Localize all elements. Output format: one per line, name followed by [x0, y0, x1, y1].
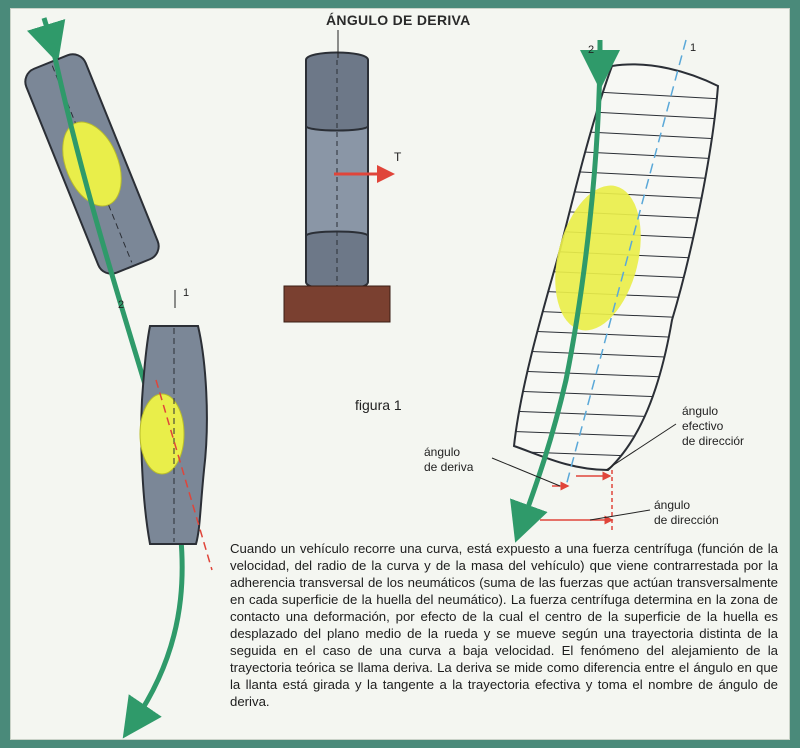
right-wheel-plane-line	[565, 39, 687, 487]
force-t-label: T	[394, 150, 402, 164]
label-leaders	[491, 423, 677, 521]
label-2-right: 2	[588, 44, 595, 56]
page-title: ÁNGULO DE DERIVA	[326, 12, 471, 28]
left-trajectory-top	[27, 17, 66, 64]
right-trajectory-curve	[510, 43, 603, 543]
figure-caption: figura 1	[355, 397, 402, 413]
left-red-deviation-line	[155, 379, 213, 571]
label-1-left: 1	[183, 287, 190, 299]
angle-markers	[540, 470, 614, 530]
left-upper-tire	[24, 53, 160, 275]
label-angulo-deriva: ángulo de deriva	[424, 445, 474, 474]
label-angulo-direccion: ángulo de dirección	[654, 498, 719, 527]
explanation-paragraph: Cuando un vehículo recorre una curva, es…	[230, 541, 778, 709]
tire-cross-section	[283, 30, 391, 323]
left-lower-tire	[139, 325, 208, 545]
label-1-right: 1	[690, 42, 697, 54]
label-angulo-efectivo: ángulo efectivo de direcciór	[682, 404, 745, 448]
label-2-left: 2	[118, 299, 125, 311]
